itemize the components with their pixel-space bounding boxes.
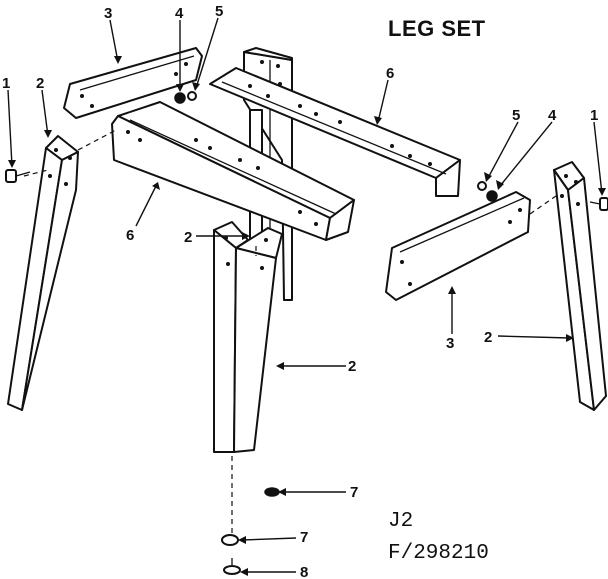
callout-2-left: 2 xyxy=(36,75,44,92)
leveler-foot xyxy=(223,558,241,575)
diagram-title: LEG SET xyxy=(388,16,486,41)
callout-3-bottom: 3 xyxy=(446,335,454,352)
callout-1-right: 1 xyxy=(590,107,598,124)
callout-2-right: 2 xyxy=(484,329,492,346)
callout-5-top: 5 xyxy=(215,3,223,20)
foot-cap-upper xyxy=(264,487,280,497)
rail-short-right xyxy=(385,191,531,301)
part-number: F/298210 xyxy=(388,542,489,565)
rail-top-back xyxy=(209,67,461,197)
bolt-left xyxy=(5,169,31,183)
nut-top xyxy=(174,92,186,104)
callout-4-right: 4 xyxy=(548,107,557,124)
leaders xyxy=(7,17,606,576)
assembly-line-left xyxy=(77,129,117,151)
rail-front-left xyxy=(111,101,355,241)
leg-right xyxy=(553,161,607,411)
callout-7-upper: 7 xyxy=(350,484,358,501)
washer-top xyxy=(187,91,197,101)
figure-code: J2 xyxy=(388,510,413,533)
callout-4-top: 4 xyxy=(175,5,184,22)
leg-left xyxy=(7,135,79,411)
callout-1-left: 1 xyxy=(2,75,10,92)
leg-front xyxy=(213,221,283,453)
bolt-right xyxy=(589,197,608,211)
callout-6-left: 6 xyxy=(126,227,134,244)
nut-right xyxy=(486,190,498,202)
callout-5-right: 5 xyxy=(512,107,520,124)
rail-short-left xyxy=(63,47,203,119)
washer-right xyxy=(477,181,487,191)
callout-6-top: 6 xyxy=(386,65,394,82)
foot-cap-lower xyxy=(221,534,239,546)
callout-8: 8 xyxy=(300,564,308,579)
callout-2-front: 2 xyxy=(348,358,356,375)
callout-7-lower: 7 xyxy=(300,529,308,546)
assembly-line-right xyxy=(529,195,557,215)
callout-3-top: 3 xyxy=(104,5,112,22)
callout-2-center: 2 xyxy=(184,229,192,246)
assembly-line-bolt-left xyxy=(23,169,49,177)
